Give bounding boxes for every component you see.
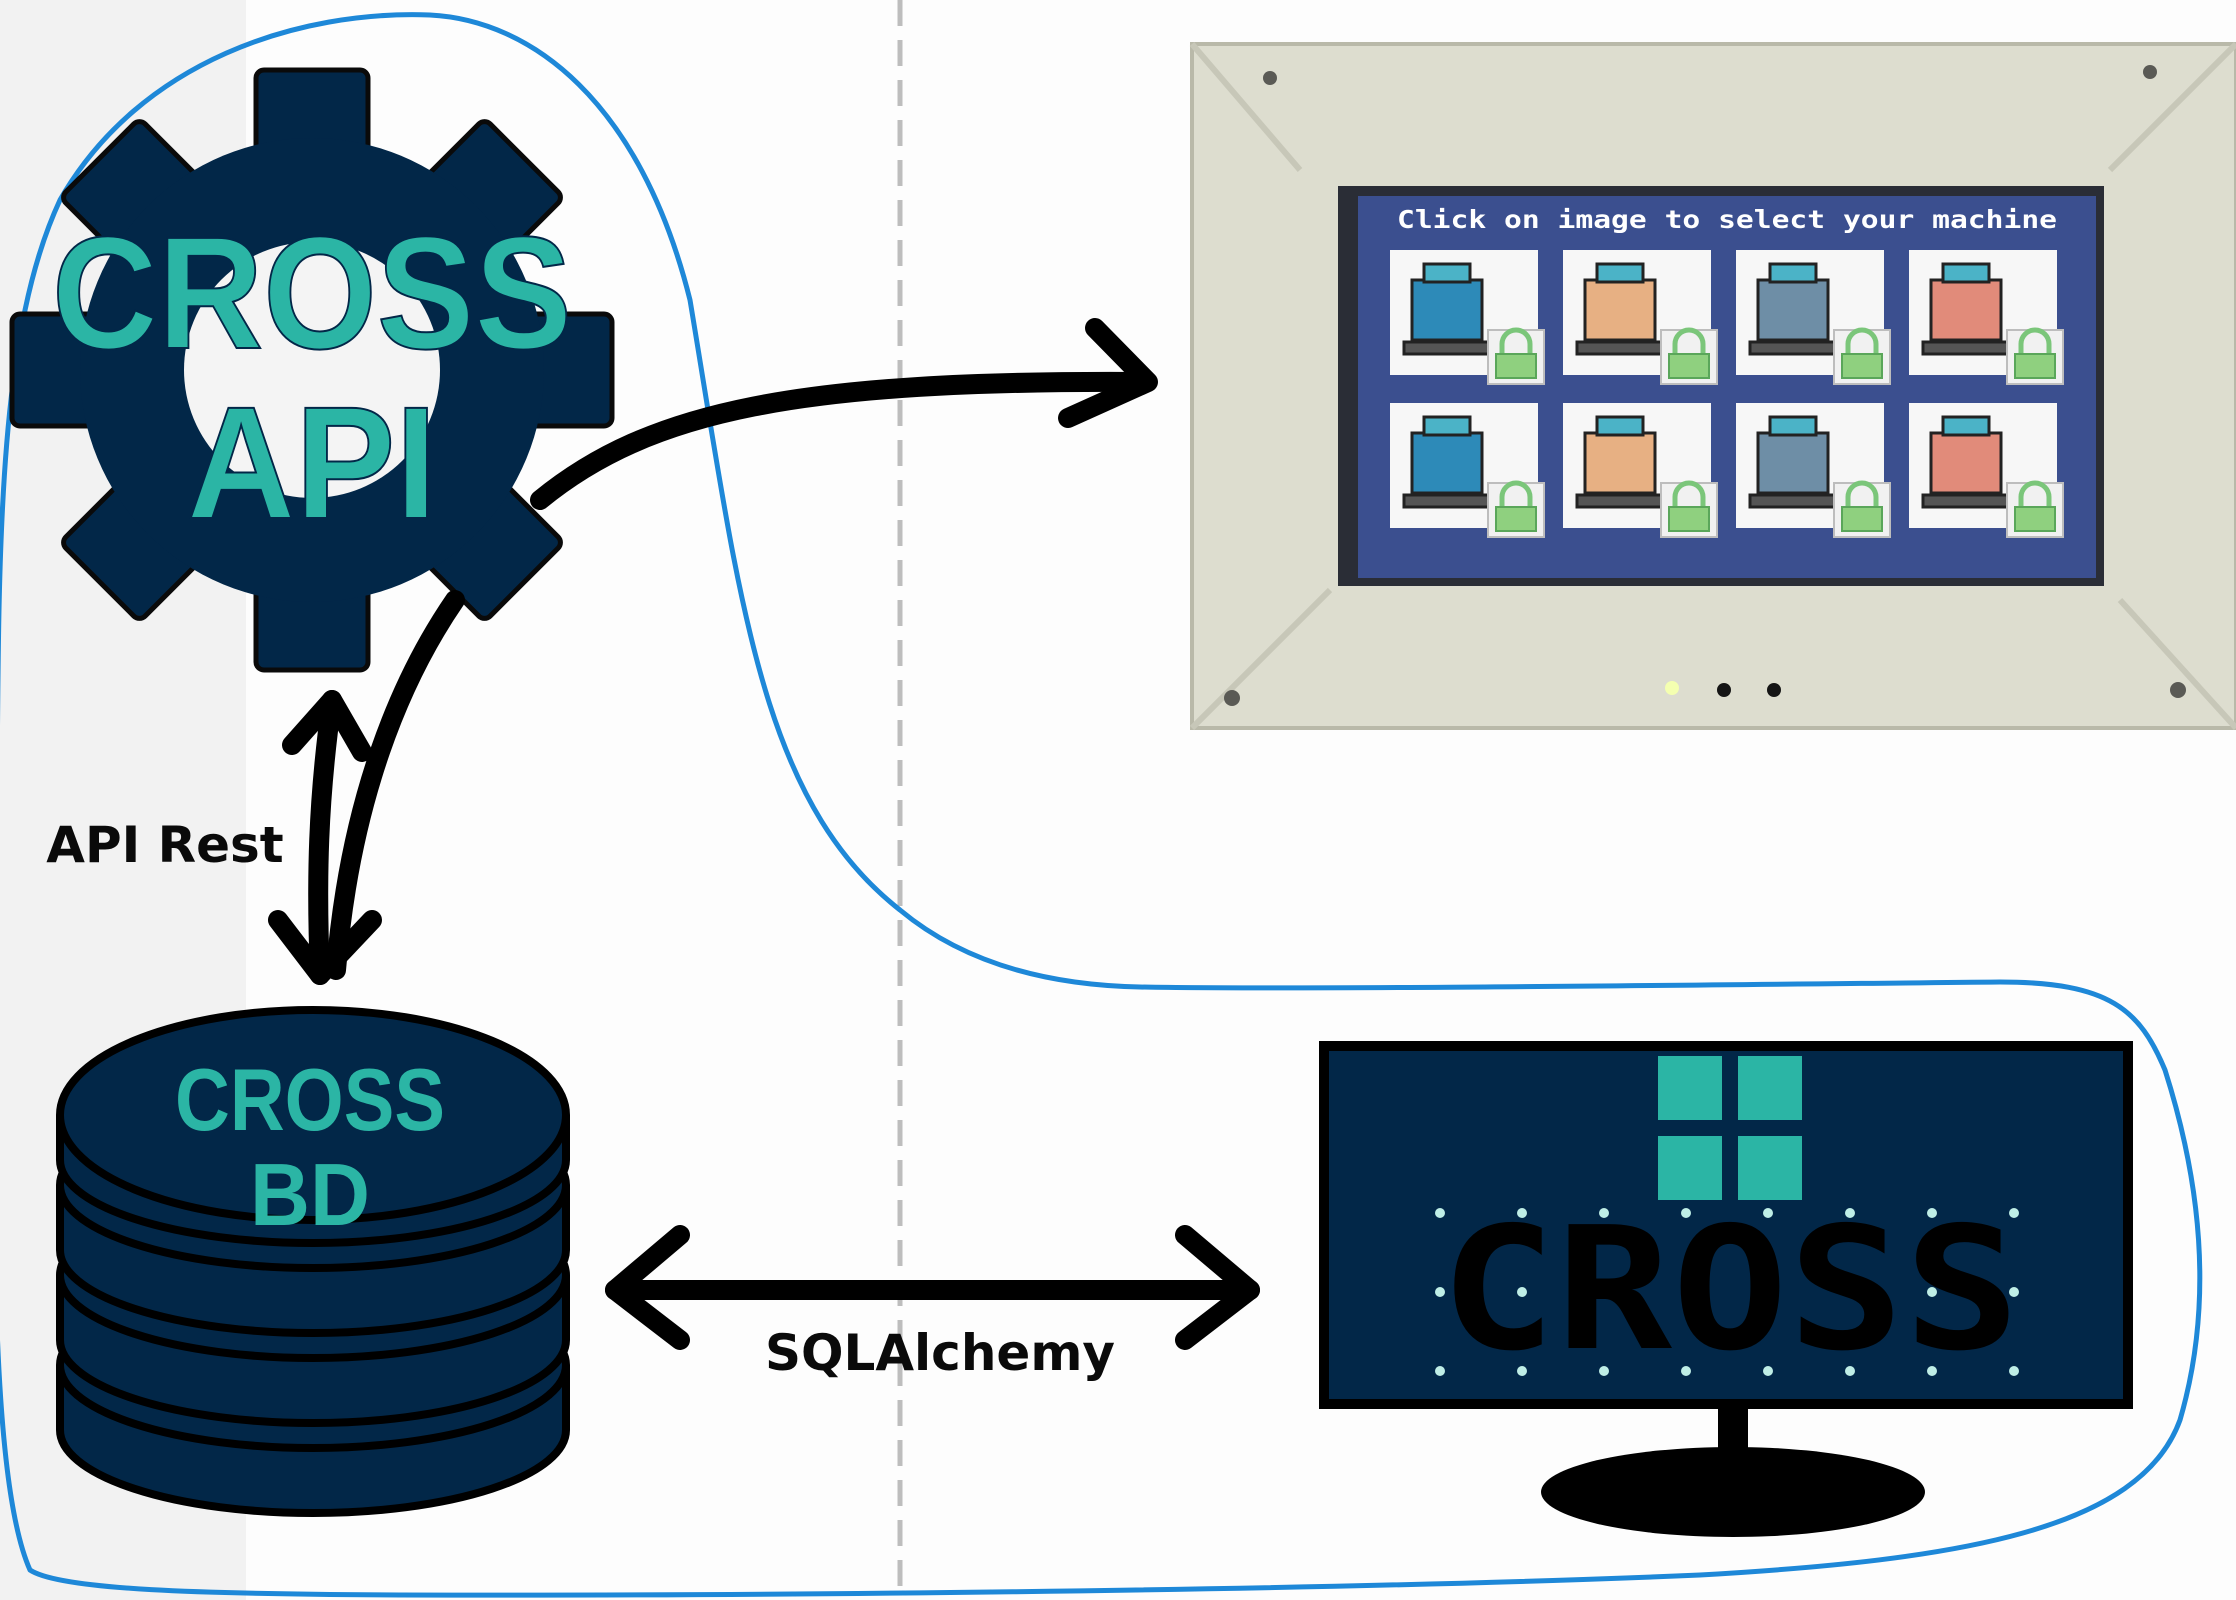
db-node: CROSS BD <box>56 1006 570 1517</box>
api-node-title-line2: API <box>187 373 437 552</box>
api-db-curve-arrow <box>326 590 465 980</box>
monitor-dot <box>1681 1287 1691 1297</box>
padlock-icon <box>1487 480 1545 538</box>
system-boundary-outline <box>0 12 2203 1598</box>
monitor-dot <box>1517 1208 1527 1218</box>
monitor-dot <box>2009 1287 2019 1297</box>
robot-arm-bottles-icon[interactable] <box>1736 403 1891 538</box>
monitor-dot <box>2009 1208 2019 1218</box>
robot-conveyor-icon[interactable] <box>1909 250 2064 385</box>
monitor-dot <box>1763 1287 1773 1297</box>
cross-logo-icon <box>1658 1056 1802 1200</box>
monitor-dot <box>1517 1366 1527 1376</box>
api-device-arrow-shaft <box>530 371 1150 510</box>
edge-sqlalchemy-label: SQLAlchemy <box>765 1324 1115 1382</box>
device-photo: Click on image to select your machine <box>1189 41 2236 731</box>
padlock-icon <box>1833 327 1891 385</box>
monitor-dot <box>1599 1366 1609 1376</box>
saw-machine-icon[interactable] <box>1563 403 1718 538</box>
industrial-gear-machine-icon[interactable] <box>1736 250 1891 385</box>
padlock-icon <box>1660 480 1718 538</box>
device-screen-title: Click on image to select your machine <box>1397 205 2057 234</box>
monitor-base <box>1541 1447 1925 1537</box>
edge-api-device <box>530 318 1158 510</box>
monitor-dot <box>1845 1208 1855 1218</box>
monitor-dot <box>1763 1208 1773 1218</box>
monitor-dot <box>1681 1366 1691 1376</box>
monitor-node: CROSS <box>1319 1041 2133 1537</box>
api-device-arrow-head <box>1058 318 1158 428</box>
monitor-dot <box>1927 1366 1937 1376</box>
api-rest-arrow-head-top <box>282 690 372 762</box>
monitor-dot <box>1599 1208 1609 1218</box>
monitor-dot <box>1681 1208 1691 1218</box>
machine-tile-grid <box>1390 250 2064 538</box>
monitor-dot <box>1927 1287 1937 1297</box>
padlock-icon <box>1833 480 1891 538</box>
api-rest-arrow-head-bottom <box>268 910 382 985</box>
monitor-dot <box>1845 1287 1855 1297</box>
monitor-dot <box>1435 1366 1445 1376</box>
api-rest-arrow-shaft <box>308 690 342 985</box>
packaging-machine-icon[interactable] <box>1563 250 1718 385</box>
3d-printer-icon[interactable] <box>1390 250 1545 385</box>
gear-icon <box>9 67 615 673</box>
monitor-dot <box>2009 1366 2019 1376</box>
database-icon <box>56 1006 570 1517</box>
monitor-dot <box>1845 1366 1855 1376</box>
sqlalchemy-arrow-head-left <box>605 1225 690 1350</box>
monitor-dot <box>1763 1366 1773 1376</box>
monitor-screen <box>1319 1041 2133 1409</box>
db-node-title-line2: BD <box>250 1145 370 1244</box>
sqlalchemy-arrow-head-right <box>1175 1225 1260 1350</box>
api-node-title-line1: CROSS <box>52 203 572 382</box>
monitor-logo-text: CROSS <box>1440 1191 2020 1389</box>
monitor-dot-pattern <box>1435 1208 2019 1376</box>
monitor-dot <box>1517 1287 1527 1297</box>
api-node: CROSS API <box>9 67 615 673</box>
edge-api-rest-label: API Rest <box>46 816 283 874</box>
padlock-icon <box>2006 480 2064 538</box>
monitor-dot <box>1435 1287 1445 1297</box>
padlock-icon <box>1487 327 1545 385</box>
monitor-dot <box>1599 1287 1609 1297</box>
cnc-mill-icon[interactable] <box>1909 403 2064 538</box>
monitor-dot <box>1435 1208 1445 1218</box>
edge-api-rest <box>268 590 465 985</box>
padlock-icon <box>1660 327 1718 385</box>
padlock-icon <box>2006 327 2064 385</box>
device-leds <box>1665 681 1781 697</box>
db-node-title-line1: CROSS <box>175 1050 445 1149</box>
press-brake-icon[interactable] <box>1390 403 1545 538</box>
monitor-dot <box>1927 1208 1937 1218</box>
edge-sqlalchemy <box>605 1225 1260 1350</box>
